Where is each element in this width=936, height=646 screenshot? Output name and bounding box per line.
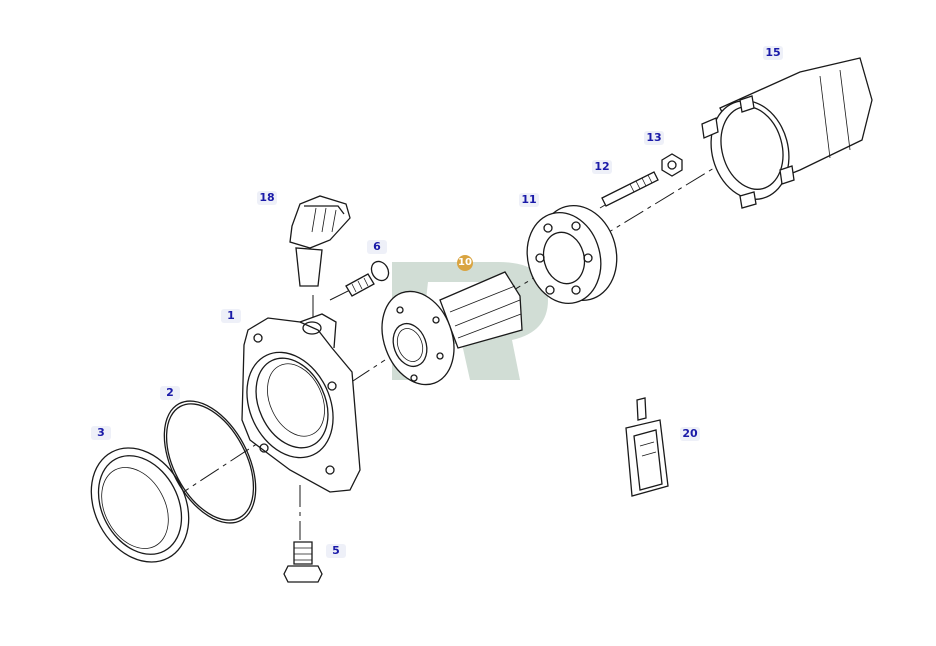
callout-1[interactable]: 1 [221, 309, 241, 323]
callout-5[interactable]: 5 [326, 544, 346, 558]
callout-11[interactable]: 11 [519, 193, 539, 207]
screw-part-6[interactable] [345, 258, 392, 297]
nut-part-13[interactable] [661, 153, 683, 177]
callout-20[interactable]: 20 [680, 427, 700, 441]
adhesive-bottle-part-20[interactable] [625, 397, 669, 497]
ring-part-11[interactable] [517, 197, 627, 312]
shaft-flange-part-10[interactable] [370, 271, 523, 395]
callout-6[interactable]: 6 [367, 240, 387, 254]
sensor-part-18[interactable] [289, 195, 351, 287]
stud-part-12[interactable] [601, 171, 659, 207]
callout-18[interactable]: 18 [257, 191, 277, 205]
socket-tool-part-15[interactable] [700, 57, 873, 209]
housing-part-1[interactable] [231, 313, 361, 493]
callout-2[interactable]: 2 [160, 386, 180, 400]
callout-15[interactable]: 15 [763, 46, 783, 60]
seal-ring-part-3[interactable] [72, 431, 208, 579]
callout-10[interactable]: 10 [457, 255, 473, 271]
callout-12[interactable]: 12 [592, 160, 612, 174]
callout-3[interactable]: 3 [91, 426, 111, 440]
bolt-part-5[interactable] [283, 541, 323, 583]
callout-13[interactable]: 13 [644, 131, 664, 145]
o-ring-part-2[interactable] [145, 386, 274, 538]
